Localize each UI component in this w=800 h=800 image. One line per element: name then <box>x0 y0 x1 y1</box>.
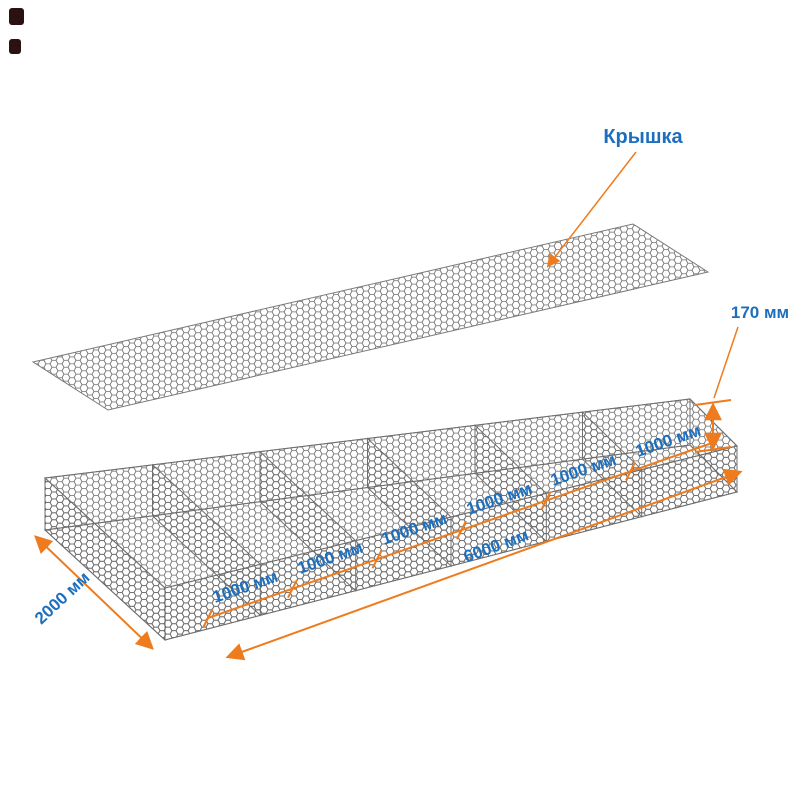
mattress-box <box>43 397 738 642</box>
width-dimension-arrow <box>34 535 154 650</box>
height-label: 170 мм <box>731 303 789 322</box>
lid-label: Крышка <box>603 126 683 148</box>
cell-tick-6 <box>709 432 721 452</box>
corner-mark-bottom <box>9 39 21 54</box>
lid-mesh-panel <box>31 223 710 411</box>
length-dimension-arrow <box>225 468 743 661</box>
height-ext-top <box>694 399 732 406</box>
cell-tick-0 <box>202 608 214 628</box>
width-label: 2000 мм <box>31 568 93 628</box>
lid-leader-line <box>546 151 637 268</box>
corner-mark-top <box>9 8 24 25</box>
height-leader-line <box>713 326 739 399</box>
